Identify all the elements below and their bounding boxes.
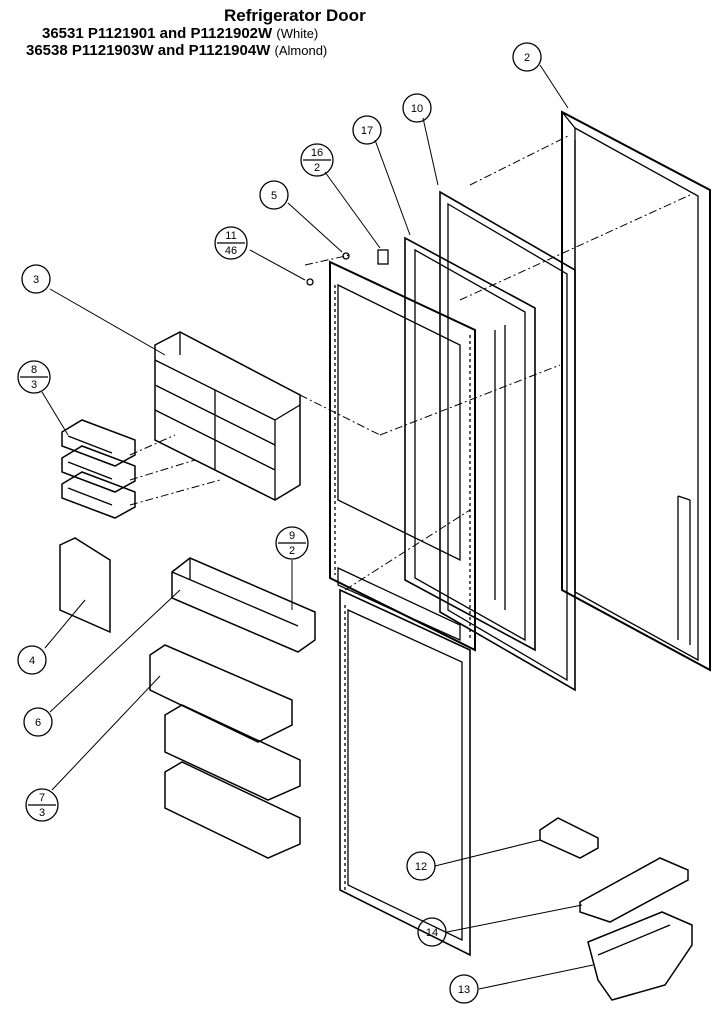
leader-lines bbox=[41, 64, 594, 990]
callout-3-label: 3 bbox=[33, 274, 39, 286]
callout-17-label: 17 bbox=[361, 125, 373, 137]
callout-16-2-bottom: 2 bbox=[314, 162, 320, 174]
title-line-1: Refrigerator Door bbox=[224, 6, 366, 25]
callout-8-3-bottom: 3 bbox=[31, 379, 37, 391]
callout-4-label: 4 bbox=[29, 655, 35, 667]
part-10-gasket bbox=[439, 190, 576, 692]
assembly-lines bbox=[129, 134, 691, 591]
callout-2-label: 2 bbox=[524, 52, 530, 64]
part-14-tray bbox=[579, 857, 689, 923]
title-line-2: 36531 P1121901 and P1121902W (White) bbox=[42, 25, 318, 42]
callout-5-label: 5 bbox=[271, 190, 277, 202]
callout-13-label: 13 bbox=[458, 984, 470, 996]
title-line-3-color: (Almond) bbox=[274, 43, 328, 58]
callout-7-3-top: 7 bbox=[39, 792, 45, 804]
part-16-screw bbox=[377, 249, 389, 265]
callout-6: 6 bbox=[23, 707, 53, 737]
part-13-ice-bin bbox=[587, 911, 693, 1001]
part-8-containers bbox=[61, 419, 136, 519]
part-2-outer-door bbox=[561, 110, 711, 672]
part-7-bins bbox=[149, 644, 301, 859]
part-12-tray bbox=[539, 817, 599, 859]
callout-3: 3 bbox=[21, 264, 51, 294]
callout-7-3: 7 3 bbox=[25, 788, 59, 822]
callout-10-label: 10 bbox=[411, 103, 423, 115]
inner-liner bbox=[329, 260, 476, 957]
part-4-panel bbox=[59, 537, 111, 634]
callout-14: 14 bbox=[417, 917, 447, 947]
callout-14-label: 14 bbox=[426, 927, 438, 939]
callout-8-3-top: 8 bbox=[31, 364, 37, 376]
part-17-frame bbox=[404, 236, 536, 652]
callout-5: 5 bbox=[259, 180, 289, 210]
callout-11-46: 11 46 bbox=[214, 226, 248, 260]
callout-9-2-top: 9 bbox=[289, 530, 295, 542]
callout-12-label: 12 bbox=[415, 861, 427, 873]
callout-8-3: 8 3 bbox=[17, 360, 51, 394]
part-6-bin bbox=[171, 557, 316, 653]
callout-16-2-top: 16 bbox=[311, 147, 323, 159]
callout-6-label: 6 bbox=[35, 717, 41, 729]
callout-11-46-bottom: 46 bbox=[225, 245, 237, 257]
part-11-screw bbox=[306, 278, 314, 286]
callout-12: 12 bbox=[406, 851, 436, 881]
callout-17: 17 bbox=[352, 115, 382, 145]
title-line-3: 36538 P1121903W and P1121904W (Almond) bbox=[26, 42, 327, 59]
title-line-3-models: 36538 P1121903W and P1121904W bbox=[26, 42, 271, 59]
part-3-rack bbox=[154, 331, 301, 501]
callout-9-2: 9 2 bbox=[275, 526, 309, 560]
callout-10: 10 bbox=[402, 93, 432, 123]
title-line-2-models: 36531 P1121901 and P1121902W bbox=[42, 25, 273, 42]
callout-9-2-bottom: 2 bbox=[289, 545, 295, 557]
callout-16-2: 16 2 bbox=[300, 143, 334, 177]
callout-7-3-bottom: 3 bbox=[39, 807, 45, 819]
part-5-screw bbox=[342, 252, 350, 260]
callout-2: 2 bbox=[512, 42, 542, 72]
callout-4: 4 bbox=[17, 645, 47, 675]
title-line-2-color: (White) bbox=[276, 26, 319, 41]
callout-13: 13 bbox=[449, 974, 479, 1004]
callout-11-46-top: 11 bbox=[225, 230, 236, 242]
